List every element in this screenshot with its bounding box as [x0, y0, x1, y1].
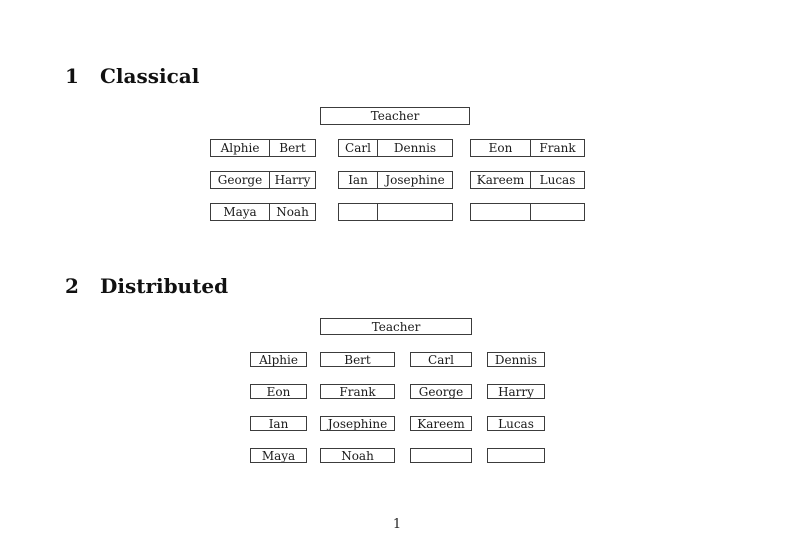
- section-heading-distributed: 2 Distributed: [65, 276, 228, 296]
- desk: Carl: [410, 352, 472, 367]
- desk: [410, 448, 472, 463]
- desk-seat: George: [211, 172, 270, 188]
- desk: [470, 203, 585, 221]
- desk-seat: [471, 204, 531, 220]
- desk: [487, 448, 545, 463]
- desk: Harry: [487, 384, 545, 399]
- teacher-label: Teacher: [370, 109, 420, 123]
- desk-seat: [378, 204, 452, 220]
- desk: Eon: [250, 384, 307, 399]
- desk: Frank: [320, 384, 395, 399]
- desk: Ian Josephine: [338, 171, 453, 189]
- desk: Carl Dennis: [338, 139, 453, 157]
- section-title: Classical: [100, 64, 200, 88]
- desk-seat: [339, 204, 378, 220]
- desk: Alphie: [250, 352, 307, 367]
- desk-seat: Bert: [279, 141, 306, 155]
- desk: George: [410, 384, 472, 399]
- desk: Maya: [250, 448, 307, 463]
- teacher-box: Teacher: [320, 107, 470, 125]
- section-heading-classical: 1 Classical: [65, 66, 199, 86]
- desk: [338, 203, 453, 221]
- teacher-label: Teacher: [371, 319, 421, 334]
- desk: Kareem Lucas: [470, 171, 585, 189]
- desk: Eon Frank: [470, 139, 585, 157]
- desk: Noah: [320, 448, 395, 463]
- desk-seat: Carl: [339, 140, 378, 156]
- desk-seat: Frank: [539, 141, 576, 155]
- desk-seat: Alphie: [211, 140, 270, 156]
- desk-seat: Noah: [276, 205, 309, 219]
- desk-seat: Harry: [274, 173, 311, 187]
- desk: Lucas: [487, 416, 545, 431]
- desk: George Harry: [210, 171, 316, 189]
- desk: Bert: [320, 352, 395, 367]
- desk-seat: Eon: [471, 140, 531, 156]
- section-number: 2: [65, 274, 79, 298]
- desk: Dennis: [487, 352, 545, 367]
- page-number: 1: [392, 517, 402, 532]
- desk-seat: Ian: [339, 172, 378, 188]
- desk-seat: Josephine: [385, 173, 445, 187]
- desk-seat: Kareem: [471, 172, 531, 188]
- desk: Ian: [250, 416, 307, 431]
- desk: Maya Noah: [210, 203, 316, 221]
- teacher-box: Teacher: [320, 318, 472, 335]
- desk: Kareem: [410, 416, 472, 431]
- desk: Alphie Bert: [210, 139, 316, 157]
- desk: Josephine: [320, 416, 395, 431]
- desk-seat: [531, 204, 584, 220]
- section-number: 1: [65, 64, 79, 88]
- section-title: Distributed: [100, 274, 229, 298]
- desk-seat: Maya: [211, 204, 270, 220]
- desk-seat: Dennis: [393, 141, 437, 155]
- desk-seat: Lucas: [539, 173, 576, 187]
